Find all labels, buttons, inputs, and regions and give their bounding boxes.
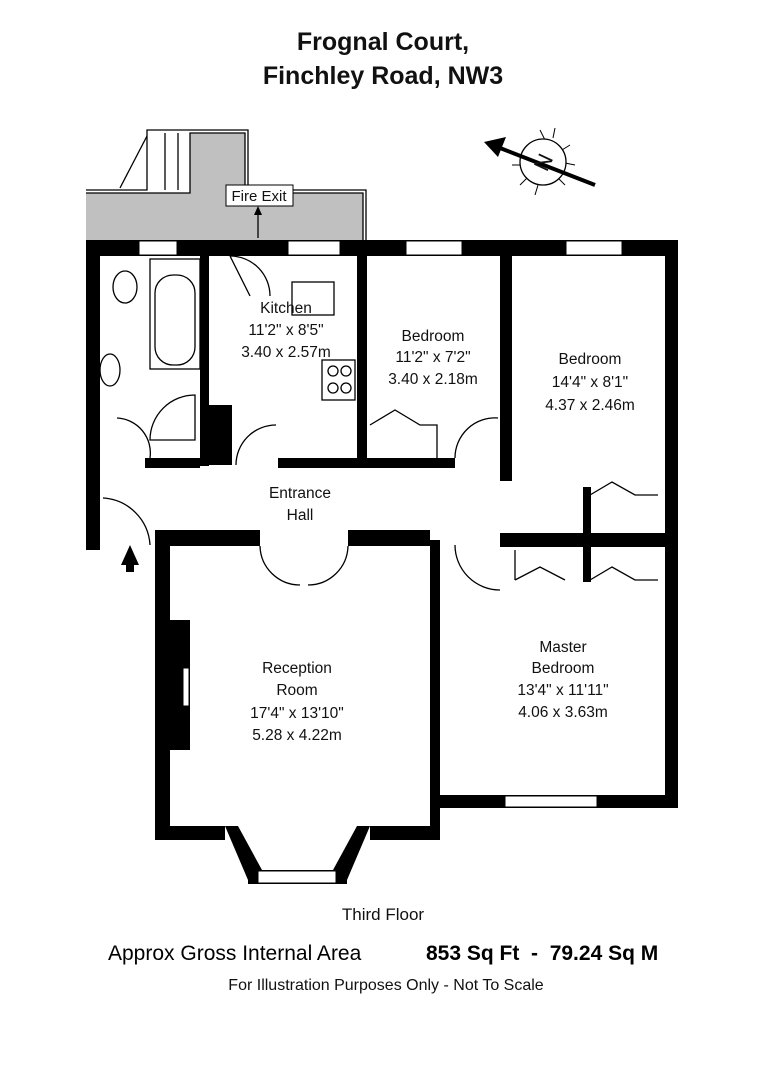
windows [138,240,623,884]
room-size-imperial: 11'2" x 8'5" [248,322,323,339]
balcony-fire-exit: Fire Exit [86,129,367,240]
floor-label: Third Floor [342,905,425,924]
title-line-1: Frognal Court, [297,28,469,56]
room-name-line-2: Bedroom [532,660,595,677]
room-size-metric: 4.06 x 3.63m [518,704,608,721]
room-master-bedroom: Master Bedroom 13'4" x 11'11" 4.06 x 3.6… [517,639,608,721]
room-name-line-2: Hall [287,507,314,524]
room-size-imperial: 14'4" x 8'1" [552,374,628,391]
area-value: 853 Sq Ft - 79.24 Sq M [426,942,658,965]
room-size-metric: 3.40 x 2.57m [241,344,331,361]
room-size-imperial: 11'2" x 7'2" [395,349,470,366]
room-size-metric: 3.40 x 2.18m [388,371,478,388]
compass-north-arrow-icon: N [484,127,596,196]
entrance-arrow-icon [121,545,139,572]
walls [86,240,678,884]
room-size-metric: 5.28 x 4.22m [252,727,342,744]
room-entrance-hall: Entrance Hall [269,485,331,524]
room-name: Kitchen [260,300,312,317]
room-bedroom-1: Bedroom 11'2" x 7'2" 3.40 x 2.18m [388,328,478,388]
room-name: Bedroom [402,328,465,345]
room-size-metric: 4.37 x 2.46m [545,397,635,414]
title-line-2: Finchley Road, NW3 [263,62,503,90]
room-kitchen: Kitchen 11'2" x 8'5" 3.40 x 2.57m [241,300,331,361]
room-name-line-1: Reception [262,660,332,677]
room-name-line-1: Master [539,639,586,656]
room-size-imperial: 13'4" x 11'11" [517,682,608,699]
fire-exit-label: Fire Exit [231,188,287,205]
fixtures [99,255,658,591]
disclaimer: For Illustration Purposes Only - Not To … [228,977,543,994]
room-name-line-1: Entrance [269,485,331,502]
room-reception: Reception Room 17'4" x 13'10" 5.28 x 4.2… [250,660,344,744]
room-size-imperial: 17'4" x 13'10" [250,705,344,722]
room-name-line-2: Room [276,682,317,699]
room-bedroom-2: Bedroom 14'4" x 8'1" 4.37 x 2.46m [545,351,635,414]
room-name: Bedroom [559,351,622,368]
area-label: Approx Gross Internal Area [108,942,362,965]
